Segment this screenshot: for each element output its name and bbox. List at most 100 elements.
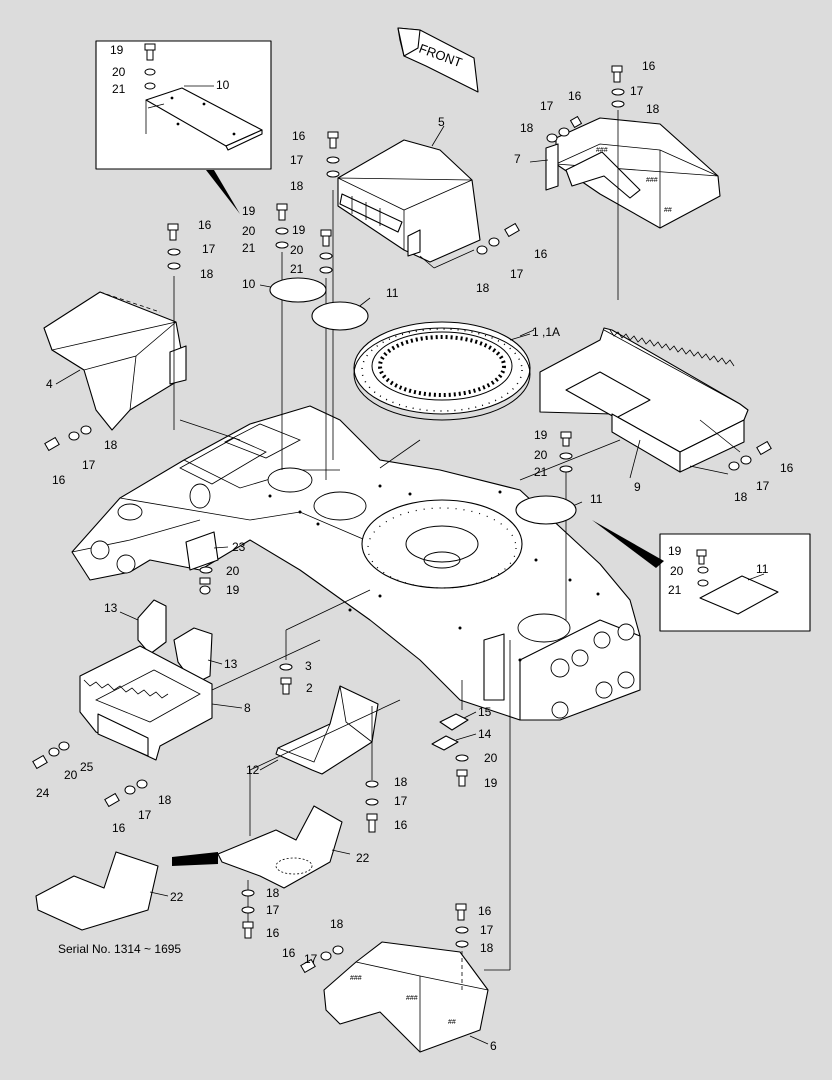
callout-c19e: 19 <box>226 583 240 597</box>
callout-c20h: 20 <box>670 564 684 578</box>
callout-c16d: 16 <box>198 218 212 232</box>
callout-c16g: 16 <box>780 461 794 475</box>
plate-14 <box>431 735 459 751</box>
callout-c21c: 21 <box>290 262 304 276</box>
callout-c23: 23 <box>232 540 246 554</box>
callout-c20e: 20 <box>226 564 240 578</box>
cover-7: ### ### ## <box>545 117 721 229</box>
callout-c20c: 20 <box>290 243 304 257</box>
callout-c25: 25 <box>80 760 94 774</box>
callout-c17j: 17 <box>266 903 280 917</box>
serial-note: Serial No. 1314 ~ 1695 <box>58 942 181 956</box>
pointer-wedge-right <box>592 520 664 568</box>
callout-c18e: 18 <box>476 281 490 295</box>
callout-c22a: 22 <box>356 851 370 865</box>
callout-c15: 15 <box>478 705 492 719</box>
cover-10 <box>269 277 327 303</box>
callout-c17k: 17 <box>480 923 494 937</box>
cover-11-top <box>311 301 369 331</box>
callout-c19d: 19 <box>534 428 548 442</box>
cover-10-detail <box>145 87 263 151</box>
callout-c18g: 18 <box>734 490 748 504</box>
callout-c21b: 21 <box>242 241 256 255</box>
svg-text:###: ### <box>596 147 608 154</box>
callout-c21a: 21 <box>112 82 126 96</box>
callout-c13a: 13 <box>104 601 118 615</box>
callout-c17d: 17 <box>202 242 216 256</box>
callout-c17h: 17 <box>138 808 152 822</box>
callout-c17e: 17 <box>510 267 524 281</box>
callout-c22b: 22 <box>170 890 184 904</box>
plate-23 <box>185 531 219 571</box>
pointer-wedge-top <box>206 170 240 214</box>
callout-c20f: 20 <box>64 768 78 782</box>
callout-c17l: 17 <box>304 952 318 966</box>
cover-11-detail <box>699 575 779 615</box>
callout-c17b: 17 <box>540 99 554 113</box>
cover-22-left <box>35 851 159 931</box>
callout-c8: 8 <box>244 701 251 715</box>
callout-c21d: 21 <box>534 465 548 479</box>
callout-c18d: 18 <box>200 267 214 281</box>
callout-c17g: 17 <box>756 479 770 493</box>
callout-c19g: 19 <box>668 544 682 558</box>
front-arrow: FRONT <box>397 27 479 93</box>
callout-c16a: 16 <box>642 59 656 73</box>
callout-c1: 1 ,1A <box>532 325 560 339</box>
swing-ring-1 <box>353 321 531 421</box>
callout-c17f: 17 <box>82 458 96 472</box>
tray-8 <box>79 645 213 761</box>
callout-c18j: 18 <box>266 886 280 900</box>
svg-text:###: ### <box>350 975 362 982</box>
cover-5 <box>337 139 481 263</box>
callout-c12: 12 <box>246 763 260 777</box>
callout-c20g: 20 <box>484 751 498 765</box>
callout-c10a: 10 <box>216 78 230 92</box>
callout-c6: 6 <box>490 1039 497 1053</box>
callout-c4: 4 <box>46 377 53 391</box>
bracket-13-right <box>173 627 213 685</box>
svg-text:##: ## <box>664 207 672 214</box>
cover-9 <box>539 327 749 473</box>
callout-c17c: 17 <box>290 153 304 167</box>
callout-c2: 2 <box>306 681 313 695</box>
hardware <box>32 65 772 974</box>
callout-c20a: 20 <box>112 65 126 79</box>
cover-6: ### ### ## <box>323 941 489 1053</box>
callout-c10b: 10 <box>242 277 256 291</box>
callout-c20b: 20 <box>242 224 256 238</box>
callout-c9: 9 <box>634 480 641 494</box>
callout-c19f: 19 <box>484 776 498 790</box>
bracket-13-left <box>137 599 167 655</box>
callout-c11b: 11 <box>590 492 603 506</box>
callout-c7: 7 <box>514 152 521 166</box>
callout-c18l: 18 <box>330 917 344 931</box>
cover-22-center <box>217 805 343 889</box>
callout-c11a: 11 <box>386 286 399 300</box>
callout-c18i: 18 <box>394 775 408 789</box>
pointer-wedge-bottom <box>172 852 218 866</box>
bolt-19-right-detail <box>696 549 707 557</box>
washer-20-detail <box>144 68 156 76</box>
callouts: 1 ,1A23456789101011111112131314151616161… <box>36 43 794 1053</box>
tray-12 <box>275 685 379 775</box>
callout-c24: 24 <box>36 786 50 800</box>
cover-4 <box>43 291 187 431</box>
callout-c16f: 16 <box>52 473 66 487</box>
callout-c16c: 16 <box>292 129 306 143</box>
callout-c13b: 13 <box>224 657 238 671</box>
svg-text:###: ### <box>646 177 658 184</box>
callout-c19b: 19 <box>242 204 256 218</box>
washer-21-detail <box>144 82 156 90</box>
callout-c21e: 21 <box>668 583 682 597</box>
upper-frame <box>71 405 641 721</box>
callout-c18b: 18 <box>520 121 534 135</box>
callout-c19a: 19 <box>110 43 124 57</box>
callout-c18a: 18 <box>646 102 660 116</box>
callout-c18k: 18 <box>480 941 494 955</box>
callout-c16l: 16 <box>282 946 296 960</box>
callout-c20d: 20 <box>534 448 548 462</box>
callout-c11c: 11 <box>756 562 769 576</box>
